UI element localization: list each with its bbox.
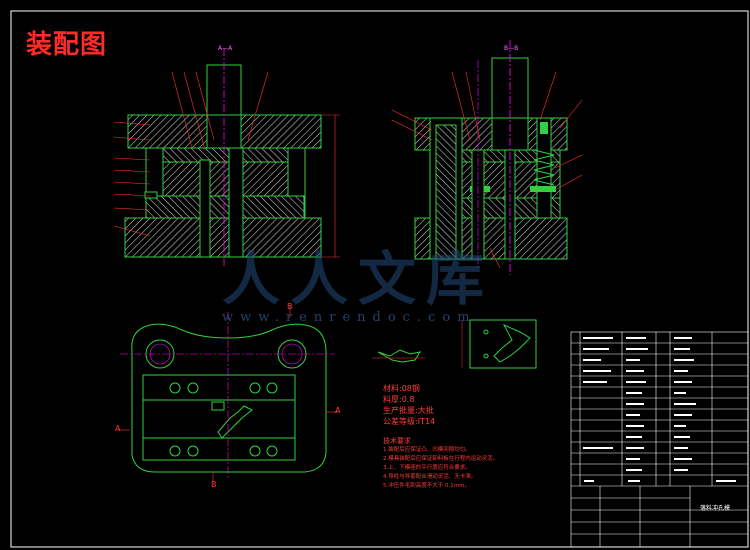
- view-mark-a-right: A: [335, 406, 341, 415]
- spec-thickness: 料厚:0.8: [383, 395, 415, 404]
- spec-production: 生产批量:大批: [383, 406, 434, 415]
- title-block-entries: [583, 337, 736, 482]
- view-mark-a-left: A: [115, 424, 121, 433]
- watermark-brand: 人人文库: [222, 245, 495, 313]
- view-mark-b-top: B: [287, 302, 293, 311]
- section-a-view: [113, 48, 340, 268]
- spec-material: 材料:08钢: [383, 384, 420, 393]
- part-detail-view: [372, 349, 425, 363]
- plan-view: [118, 305, 338, 482]
- requirement-item: 4.导柱与导套配合滑动灵活、无卡滞。: [383, 474, 477, 480]
- title-block-drawing-name: 落料冲孔模: [700, 505, 731, 512]
- requirement-item: 3.上、下模座的平行度应符合要求。: [383, 465, 471, 471]
- requirements-heading: 技术要求: [383, 437, 411, 445]
- requirement-item: 1.装配后应保证凸、凹模间隙均匀。: [383, 447, 471, 453]
- requirement-item: 2.模具装配后应保证卸料板在行程内运动灵活。: [383, 456, 499, 462]
- blank-detail-view: [461, 319, 537, 369]
- section-label-b: B—B: [504, 45, 519, 52]
- view-mark-b-bottom: B: [211, 480, 217, 489]
- requirement-item: 5.冲压件毛刺高度不大于 0.1mm。: [383, 483, 470, 489]
- sheet-frame: [10, 10, 749, 548]
- section-label-a: A—A: [218, 45, 233, 52]
- section-b-view: [391, 40, 583, 275]
- spec-tolerance: 公差等级:IT14: [383, 417, 436, 426]
- title-block: [570, 331, 749, 548]
- drawing-title: 装配图: [26, 30, 108, 60]
- watermark-url: www.renrendoc.com: [222, 310, 477, 325]
